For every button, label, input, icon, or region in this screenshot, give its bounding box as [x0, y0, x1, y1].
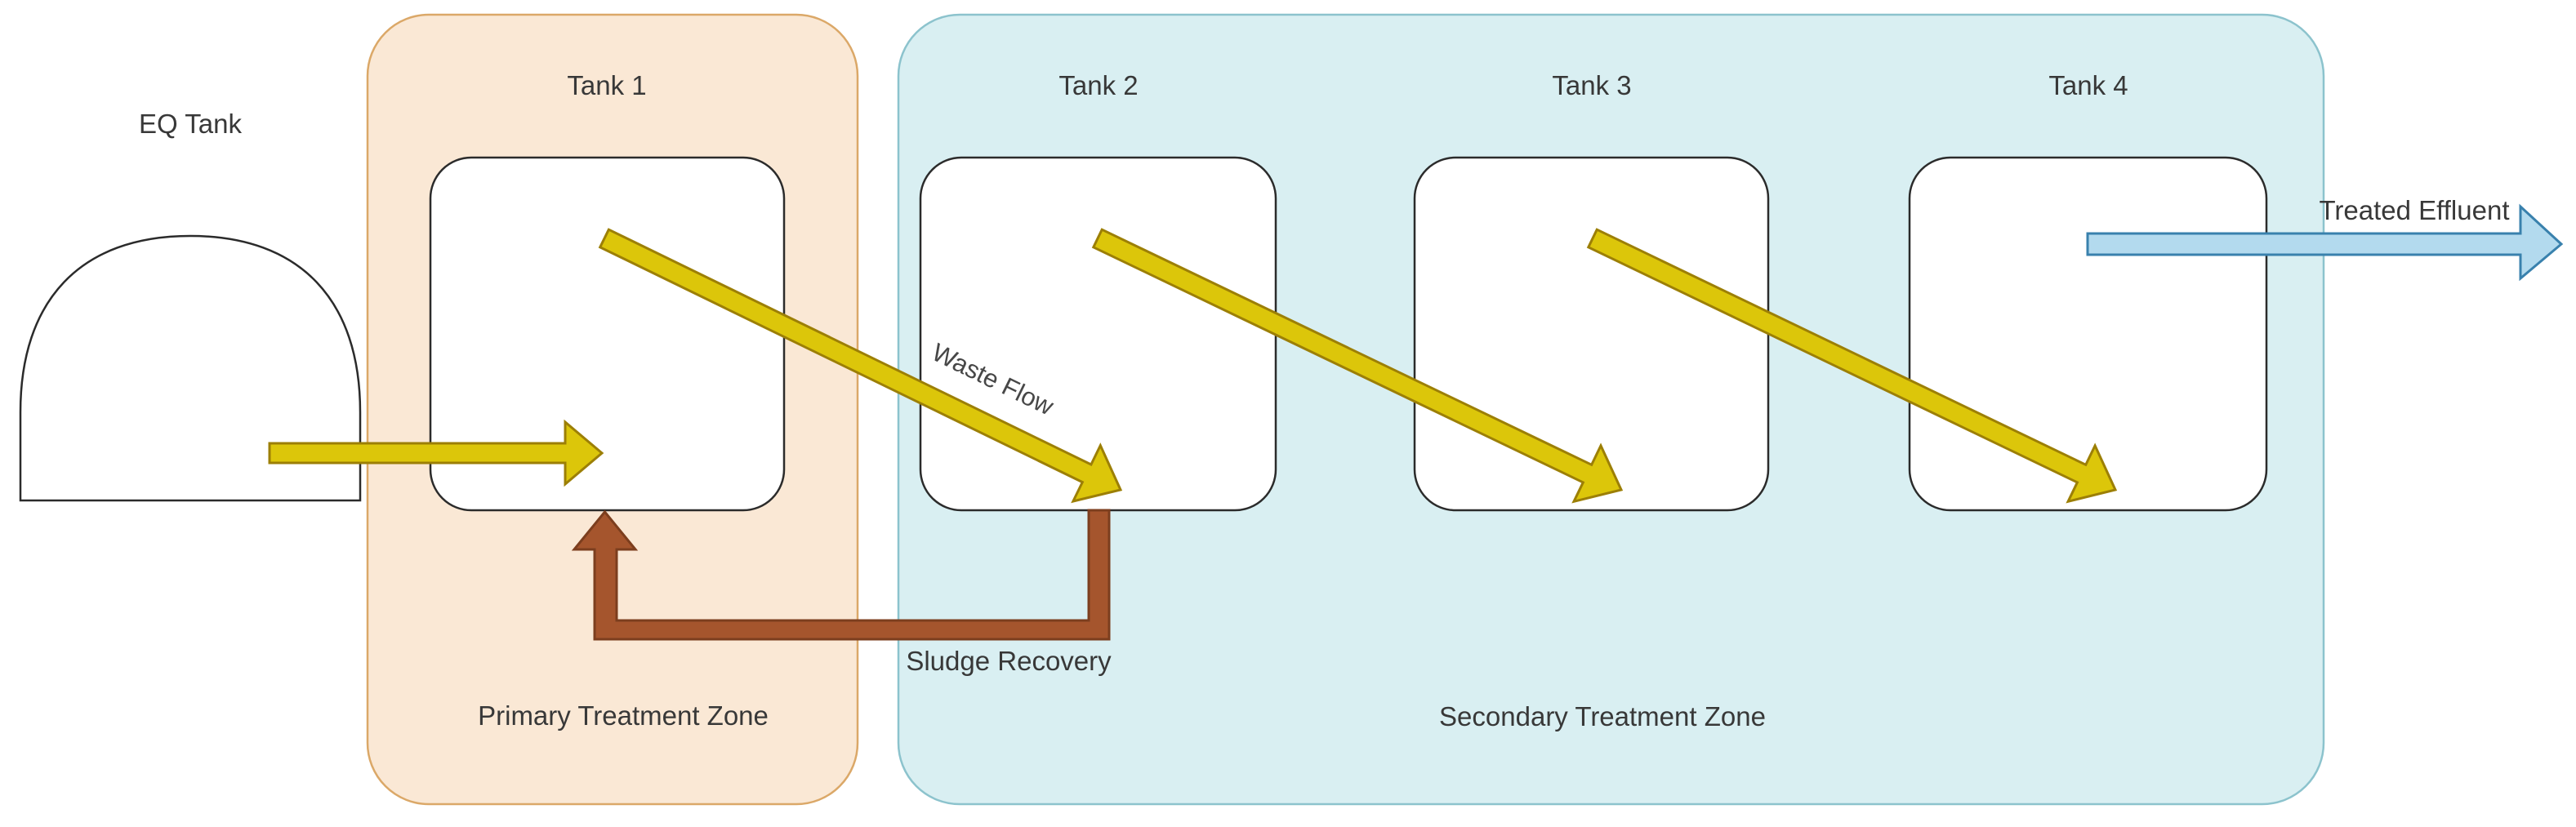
eq-tank-shape: [19, 234, 362, 502]
tank1-label: Tank 1: [567, 70, 646, 100]
tank4-label: Tank 4: [2048, 70, 2128, 100]
tank3-shape: [1413, 156, 1770, 512]
sludge-recovery-label: Sludge Recovery: [906, 646, 1112, 676]
waste-flow-arrow-3: [1586, 228, 2118, 504]
treated-effluent-label: Treated Effluent: [2320, 195, 2510, 225]
influent-arrow: [268, 419, 604, 487]
secondary-zone-label: Secondary Treatment Zone: [1439, 701, 1766, 731]
waste-flow-arrow-2: [1091, 228, 1624, 504]
eq-tank-label: EQ Tank: [139, 109, 242, 139]
tank4-shape: [1908, 156, 2268, 512]
waste-flow-arrow-1: [598, 228, 1123, 504]
treated-effluent-arrow: [2086, 203, 2564, 282]
tank2-label: Tank 2: [1058, 70, 1138, 100]
tank3-label: Tank 3: [1552, 70, 1631, 100]
sludge-recovery-arrow: [571, 509, 1111, 641]
primary-zone-label: Primary Treatment Zone: [478, 700, 769, 731]
